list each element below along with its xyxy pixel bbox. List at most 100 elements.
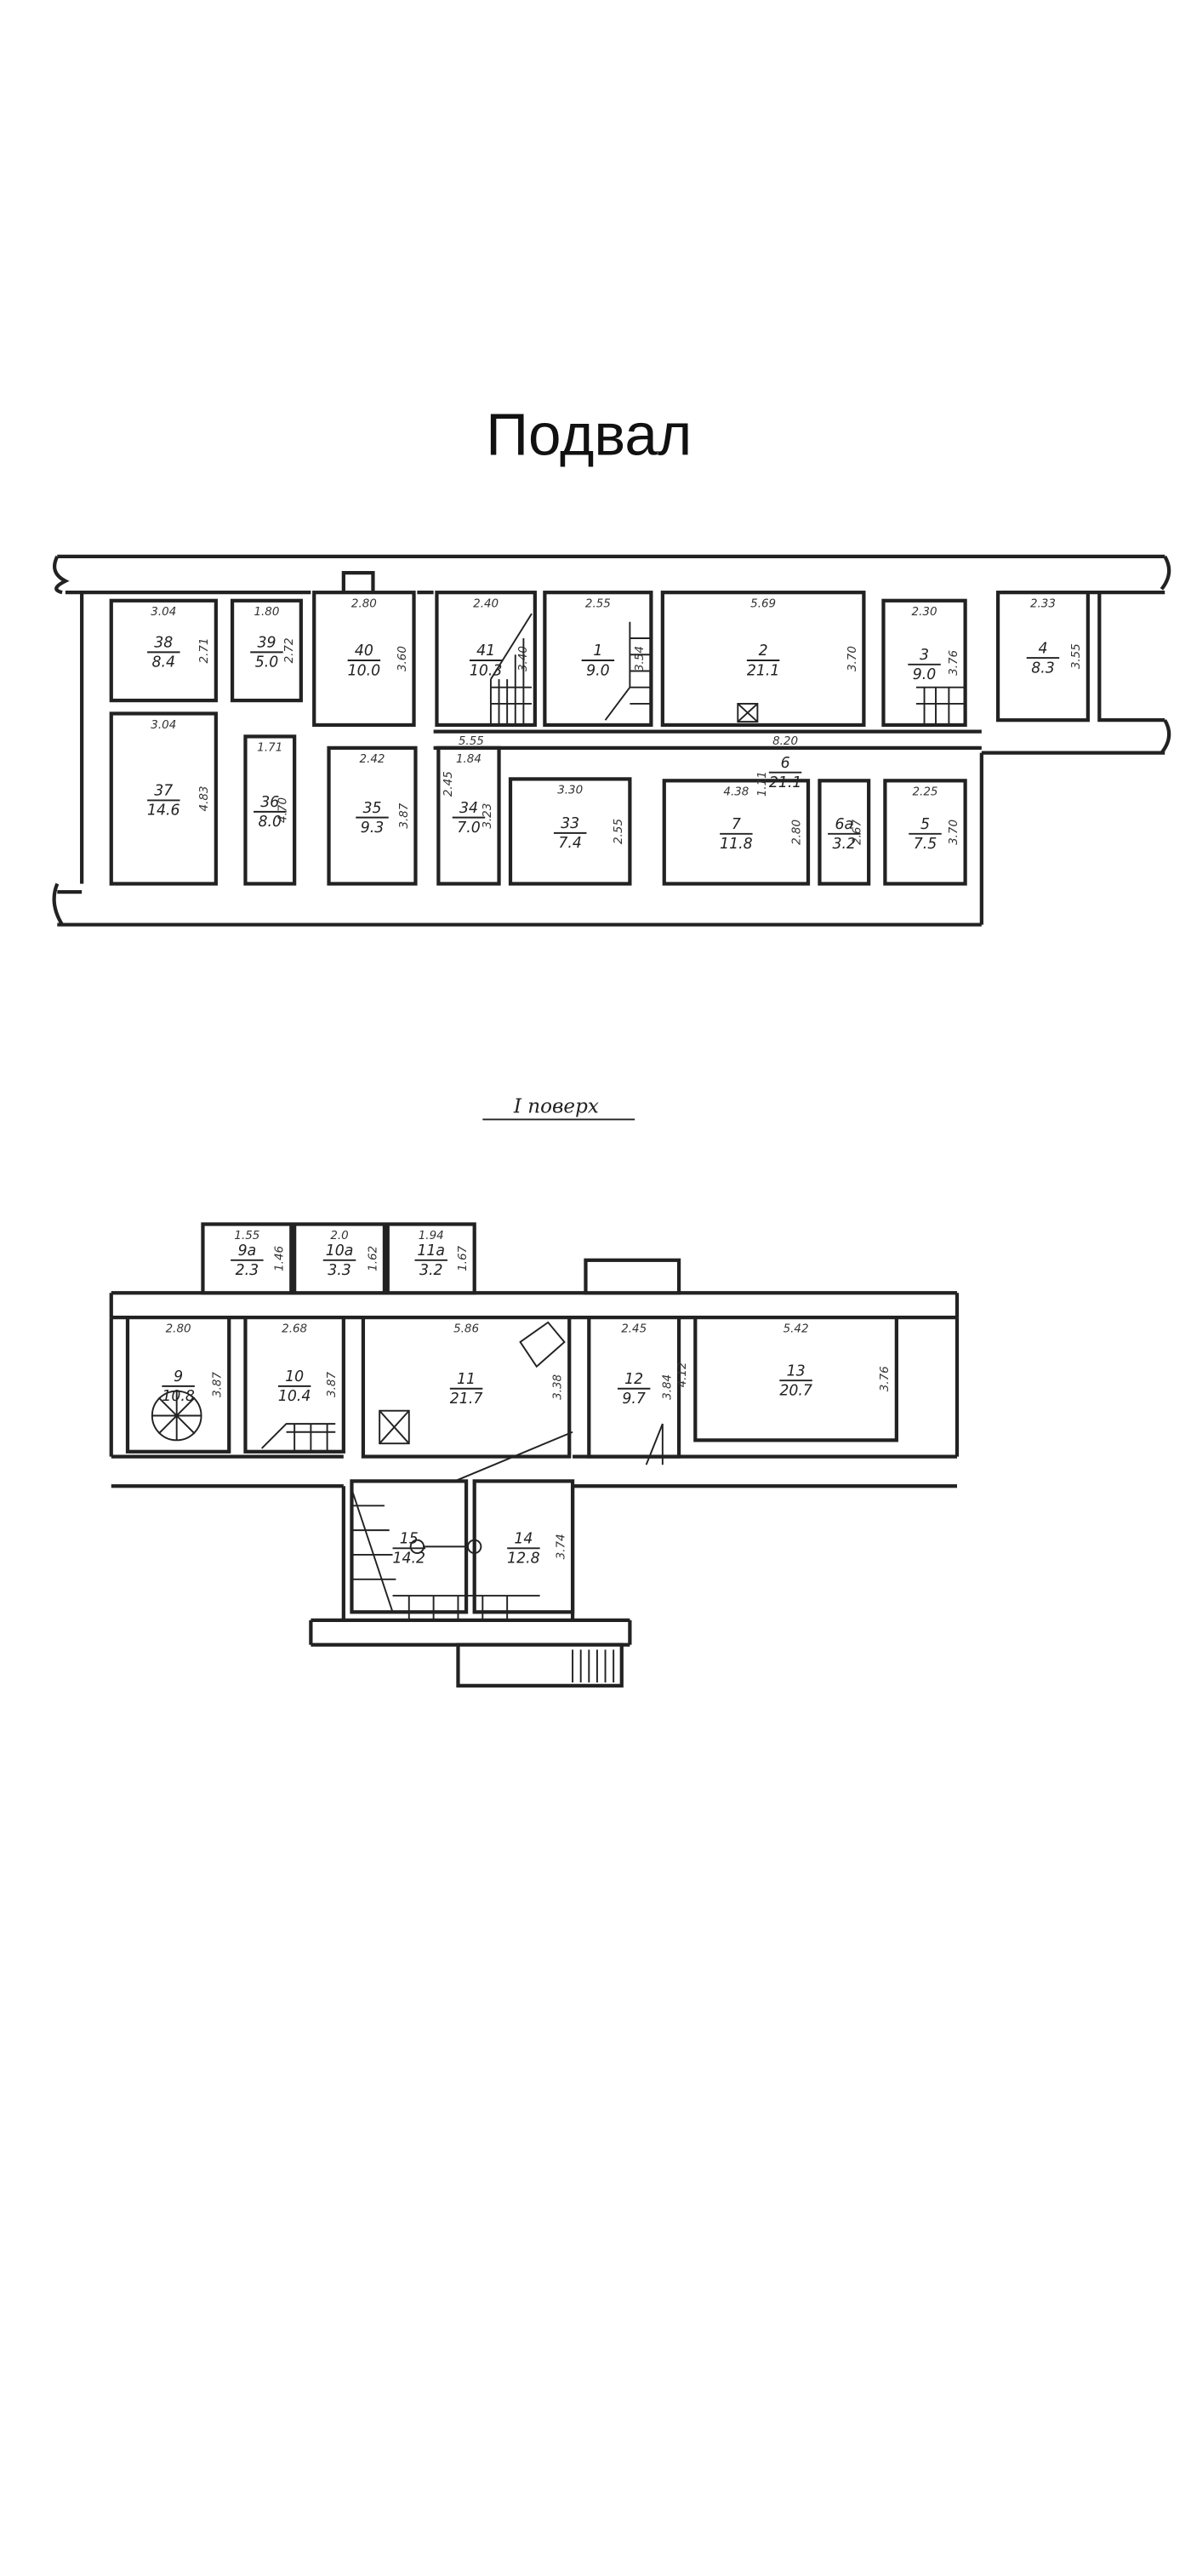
- room-area: 9.0: [586, 662, 610, 679]
- room-number: 10: [285, 1368, 304, 1385]
- room-area: 11.8: [720, 836, 753, 853]
- room-1[interactable]: 19.02.553.54: [543, 591, 653, 728]
- dimension-length: 3.23: [482, 803, 494, 829]
- room-outline: [472, 1479, 575, 1614]
- dimension-length: 1.62: [367, 1246, 379, 1271]
- room-35[interactable]: 359.32.423.87: [327, 745, 418, 886]
- first-floor-title: I поверх: [513, 1096, 599, 1118]
- room-7[interactable]: 711.84.382.80: [662, 779, 811, 886]
- room-outline: [662, 779, 811, 886]
- room-6[interactable]: 621.18.201.11: [756, 735, 801, 797]
- room-outline: [693, 1316, 898, 1442]
- room-area: 12.8: [507, 1551, 540, 1568]
- dimension-length: 4.70: [277, 797, 290, 823]
- room-outline: [243, 734, 297, 886]
- room-number: 9: [174, 1368, 183, 1385]
- dimension-length: 3.76: [879, 1366, 892, 1391]
- room-number: 39: [257, 635, 276, 652]
- dimension-width: 2.40: [473, 597, 499, 610]
- room-number: 11а: [417, 1242, 445, 1259]
- room-number: 12: [624, 1371, 643, 1388]
- room-area: 2.3: [236, 1262, 259, 1279]
- room-number: 6: [781, 755, 790, 772]
- room-number: 6а: [835, 816, 854, 833]
- room-number: 13: [787, 1362, 806, 1379]
- elevator-shaft: [379, 1409, 410, 1445]
- vent-shaft: [737, 702, 759, 723]
- room-number: 34: [459, 800, 478, 817]
- room-outline: [109, 711, 218, 886]
- room-area: 21.1: [769, 774, 802, 791]
- room-6а[interactable]: 6а3.22.67: [818, 779, 871, 886]
- balcony: [584, 1258, 681, 1295]
- room-4[interactable]: 48.32.333.55: [995, 591, 1090, 723]
- room-9[interactable]: 910.82.803.87: [125, 1316, 231, 1454]
- first-floor-fixtures: [151, 1321, 664, 1620]
- room-38[interactable]: 388.43.042.71: [109, 598, 218, 703]
- dimension-width: 2.0: [330, 1230, 348, 1242]
- dimension-width: 1.55: [234, 1230, 259, 1242]
- room-33[interactable]: 337.43.302.55: [508, 777, 632, 886]
- room-number: 33: [561, 815, 579, 832]
- room-9а[interactable]: 9а2.31.551.46: [201, 1222, 293, 1295]
- room-outline: [125, 1316, 231, 1454]
- room-area: 10.0: [348, 662, 381, 679]
- room-area: 3.3: [328, 1262, 351, 1279]
- room-36[interactable]: 368.01.714.70: [243, 734, 297, 886]
- room-outline: [361, 1316, 572, 1459]
- room-12[interactable]: 129.72.453.84: [587, 1316, 681, 1459]
- room-number: 9а: [238, 1242, 257, 1259]
- dimension-width: 2.80: [351, 597, 377, 610]
- room-number: 3: [920, 647, 929, 664]
- dimension-length: 3.87: [326, 1372, 339, 1397]
- chimney-block: [341, 570, 375, 595]
- dimension-length: 2.71: [198, 637, 211, 663]
- room-number: 36: [260, 794, 279, 811]
- room-number: 11: [457, 1371, 476, 1388]
- room-number: 41: [476, 643, 495, 660]
- room-5[interactable]: 57.52.253.70: [883, 779, 967, 886]
- room-corridor[interactable]: 5.552.45: [442, 735, 484, 797]
- dimension-width: 2.33: [1030, 597, 1056, 610]
- room-number: 35: [362, 800, 381, 817]
- dimension-width: 2.25: [913, 786, 938, 799]
- dimension-width: 3.30: [557, 785, 583, 797]
- dimension-width: 2.45: [621, 1322, 647, 1335]
- room-area: 14.6: [147, 803, 180, 820]
- room-area: 3.2: [833, 836, 857, 853]
- dimension-width: 1.94: [419, 1230, 444, 1242]
- room-34[interactable]: 347.01.843.23: [436, 745, 501, 886]
- dimension-width: 4.38: [723, 786, 749, 799]
- room-area: 20.7: [779, 1382, 812, 1399]
- dimension-width: 1.71: [257, 742, 282, 755]
- room-outline: [995, 591, 1090, 723]
- room-area: 10.4: [278, 1388, 311, 1405]
- room-outline: [818, 779, 871, 886]
- room-number: 14: [514, 1531, 533, 1548]
- dimension-width: 5.86: [453, 1322, 479, 1335]
- dimension-length: 3.87: [398, 803, 411, 828]
- room-39[interactable]: 395.01.802.72: [230, 598, 303, 703]
- room-outline: [587, 1316, 681, 1459]
- room-outline: [327, 745, 418, 886]
- room-area: 7.0: [457, 820, 481, 837]
- room-number: 37: [154, 783, 173, 800]
- room-2[interactable]: 221.15.693.70: [660, 591, 866, 728]
- room-area: 8.3: [1031, 660, 1055, 677]
- dimension-width: 2.80: [166, 1322, 191, 1335]
- room-number: 40: [355, 643, 373, 660]
- room-outline: [230, 598, 303, 703]
- entrance-porch: [456, 1642, 624, 1688]
- room-number: 38: [154, 635, 173, 652]
